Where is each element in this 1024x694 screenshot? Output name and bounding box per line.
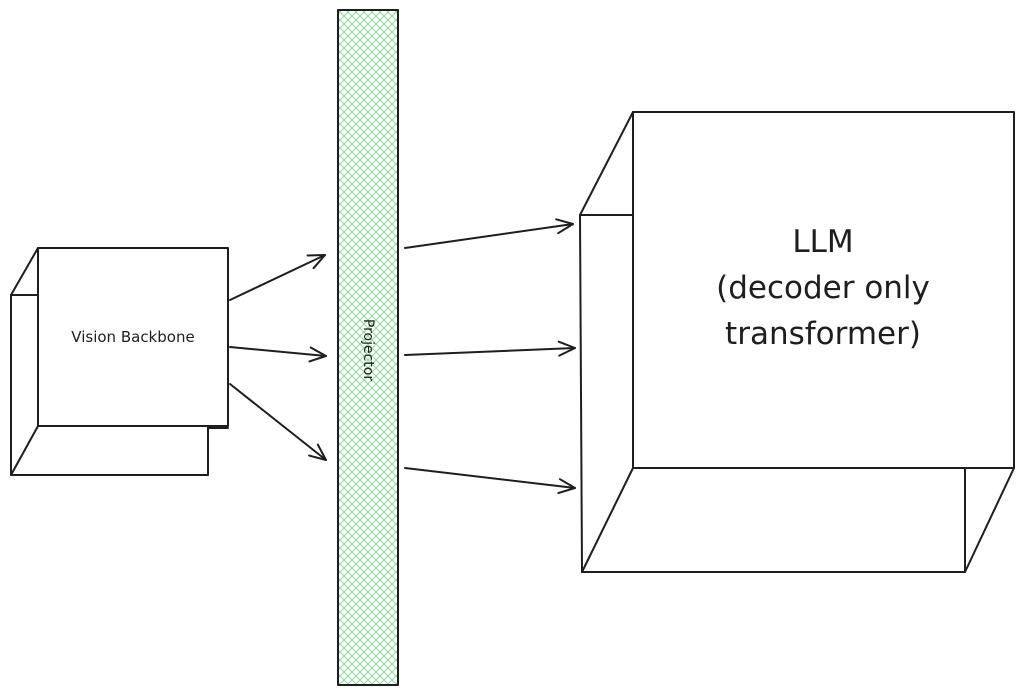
arrow-backbone-to-projector-2 xyxy=(229,346,327,363)
vision-backbone-front-face xyxy=(37,247,229,427)
llm-edges xyxy=(579,111,1015,573)
vision-backbone-edges xyxy=(10,247,229,476)
arrow-projector-to-llm-1 xyxy=(404,218,574,249)
llm-title: LLM xyxy=(792,224,853,260)
projector-fill xyxy=(338,10,398,685)
arrow-backbone-to-projector-3 xyxy=(229,383,327,461)
arrow-projector-to-llm-2 xyxy=(404,340,576,357)
llm-box: LLM (decoder only transformer) xyxy=(579,111,1015,573)
llm-subtitle-line-1: (decoder only xyxy=(716,270,930,306)
llm-front-face xyxy=(632,111,1015,469)
projector-to-llm-arrows xyxy=(404,218,576,495)
backbone-to-projector-arrows xyxy=(229,254,327,461)
arrow-projector-to-llm-3 xyxy=(404,467,576,495)
llm-subtitle-line-2: transformer) xyxy=(725,316,921,352)
projector-label: Projector xyxy=(360,319,376,381)
arrow-backbone-to-projector-1 xyxy=(229,254,326,301)
projector-block: Projector xyxy=(337,9,399,686)
vision-backbone-label: Vision Backbone xyxy=(71,328,194,346)
vision-backbone-box: Vision Backbone xyxy=(10,247,229,476)
projector-outline xyxy=(337,9,399,686)
